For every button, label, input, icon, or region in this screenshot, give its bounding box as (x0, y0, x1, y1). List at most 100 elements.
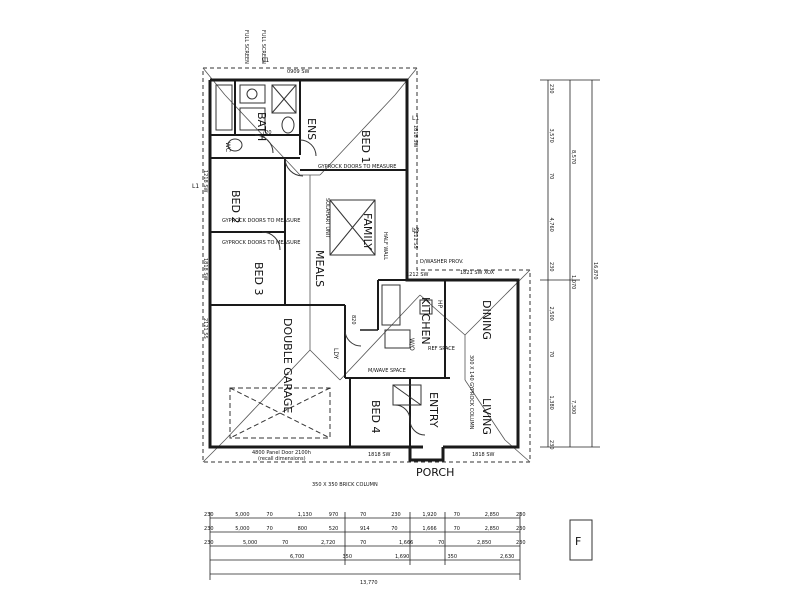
window-label-9: 1818 SW (368, 452, 390, 458)
dim-bottom-row2-3: 800 (298, 526, 308, 532)
dim-bottom-row1-8: 70 (454, 512, 460, 518)
dim-bottom-row3-6: 70 (438, 540, 444, 546)
external-walls (208, 78, 520, 462)
window-label-3: 1218 SW (202, 170, 208, 192)
dim-bottom-total-0: 13,770 (360, 580, 378, 586)
dim-bottom-row1-9: 2,850 (485, 512, 499, 518)
dim-bottom-row4-0: 6,700 (290, 554, 304, 560)
dim-bottom-row2-4: 520 (329, 526, 339, 532)
room-label-entry: ENTRY (427, 392, 440, 428)
dim-bottom-row1-10: 230 (516, 512, 526, 518)
door-label-720: 720 (262, 130, 272, 136)
room-label-wc: WC (224, 142, 231, 152)
dim-bottom-row1-6: 230 (391, 512, 401, 518)
note-gyprock-doors-3: GYPROCK DOORS TO MEASURE (222, 240, 300, 246)
window-label-2: 1818 SW (412, 125, 418, 147)
note-gyprock-doors-1: GYPROCK DOORS TO MEASURE (318, 164, 396, 170)
window-label-1: 0909 SW (287, 69, 309, 75)
dim-right-col2-2: 7,300 (570, 400, 576, 414)
dim-bottom-row4-3: 350 (448, 554, 458, 560)
dimension-labels-right: 2303,570704,7602302,500701,3802308,5701,… (548, 84, 598, 450)
room-label-wo: W/O (408, 338, 415, 351)
note-panel-door: 4800 Panel Door 2100h (252, 450, 311, 456)
note-l1-top: L1 (262, 57, 269, 64)
room-label-living: LIVING (480, 398, 493, 435)
dim-bottom-row3-2: 70 (282, 540, 288, 546)
note-half-wall: HALF WALL (382, 232, 388, 260)
dim-bottom-row4-2: 1,690 (395, 554, 409, 560)
note-ref-space: REF SPACE (428, 346, 455, 352)
fixtures (215, 84, 433, 439)
room-label-bath: BATH (255, 112, 268, 141)
dim-bottom-row3-8: 230 (516, 540, 526, 546)
dim-right-total-0: 16,870 (592, 262, 598, 280)
room-label-ens: ENS (305, 118, 318, 140)
dim-bottom-row2-7: 1,666 (422, 526, 436, 532)
dim-bottom-row3-4: 70 (360, 540, 366, 546)
dim-bottom-row2-8: 70 (454, 526, 460, 532)
dim-bottom-row1-1: 5,000 (235, 512, 249, 518)
window-label-6: 2121 SS (412, 228, 418, 249)
note-panel-door-detail: (recall dimensions) (258, 456, 306, 462)
dim-right-col1-7: 1,380 (548, 396, 554, 410)
title-block-stamp: F (569, 519, 593, 561)
note-hp: HP (436, 300, 443, 309)
dim-right-col1-6: 70 (548, 351, 554, 357)
dim-right-col1-0: 230 (548, 84, 554, 94)
dim-right-col2-0: 8,570 (570, 150, 576, 164)
dim-bottom-row1-7: 1,920 (422, 512, 436, 518)
room-label-bed1: BED 1 (359, 130, 372, 163)
dim-bottom-row3-3: 2,720 (321, 540, 335, 546)
note-l3: L3 (412, 227, 419, 234)
room-label-dining: DINING (480, 300, 493, 340)
dim-bottom-row2-5: 914 (360, 526, 370, 532)
dim-bottom-row2-10: 230 (516, 526, 526, 532)
room-label-kitchen: KITCHEN (419, 297, 432, 345)
dim-bottom-row2-6: 70 (391, 526, 397, 532)
stamp-text: F (575, 535, 581, 548)
note-l1-left: L1 (192, 183, 199, 190)
room-label-meals: MEALS (313, 250, 326, 287)
room-label-bed3: BED 3 (252, 262, 265, 295)
window-label-8: 1821 SW XOX (460, 270, 495, 276)
dim-bottom-row2-2: 70 (266, 526, 272, 532)
dimension-lines-right (540, 79, 600, 448)
dim-bottom-row3-7: 2,850 (477, 540, 491, 546)
dim-bottom-row1-3: 1,130 (298, 512, 312, 518)
dim-bottom-row4-1: 350 (343, 554, 353, 560)
window-label-10: 1818 SW (472, 452, 494, 458)
note-gyprock-doors-2: GYPROCK DOORS TO MEASURE (222, 218, 300, 224)
room-label-bed2: BED 2 (229, 190, 242, 223)
dim-bottom-row1-0: 230 (204, 512, 214, 518)
note-full-screen-2: FULL SCREEN (260, 30, 266, 64)
dim-right-col1-3: 4,760 (548, 218, 554, 232)
window-label-7: 1212 SW (406, 272, 428, 278)
dim-bottom-row3-0: 230 (204, 540, 214, 546)
dim-bottom-row4-4: 2,630 (500, 554, 514, 560)
dimension-lines-bottom (209, 512, 521, 580)
room-label-ldy: LDY (332, 348, 339, 360)
door-swings (254, 134, 426, 436)
room-label-family: FAMILY (361, 213, 374, 250)
note-gyprock-column: 300 X 140 GYPROCK COLUMN (468, 355, 474, 430)
dim-right-col1-5: 2,500 (548, 307, 554, 321)
dim-bottom-row3-1: 5,000 (243, 540, 257, 546)
room-label-porch: PORCH (416, 466, 454, 479)
note-microwave: M/WAVE SPACE (368, 368, 406, 374)
dim-bottom-row1-2: 70 (266, 512, 272, 518)
dim-bottom-row1-5: 70 (360, 512, 366, 518)
note-solahart: SOLAHART UNIT (324, 198, 330, 239)
dim-bottom-row2-0: 230 (204, 526, 214, 532)
window-label-5: 2121 SS (202, 318, 208, 339)
dim-right-col1-4: 230 (548, 262, 554, 272)
room-label-double-garage: DOUBLE GARAGE (281, 318, 294, 413)
note-dishwasher: D/WASHER PROV. (420, 259, 464, 265)
window-label-4: 1818 SW (202, 258, 208, 280)
dim-bottom-row2-9: 2,850 (485, 526, 499, 532)
note-brick-column: 350 X 350 BRICK COLUMN (312, 482, 378, 488)
dim-bottom-row2-1: 5,000 (235, 526, 249, 532)
dim-right-col2-1: 1,070 (570, 275, 576, 289)
dim-right-col1-2: 70 (548, 173, 554, 179)
